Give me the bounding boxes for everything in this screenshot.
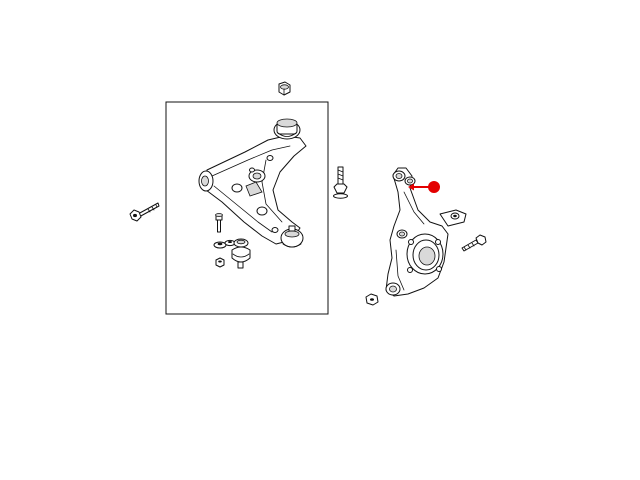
knuckle-bolt[interactable]: [461, 234, 487, 252]
top-hex-nut[interactable]: [278, 81, 291, 96]
rear-bushing: [273, 118, 301, 140]
arm-ball-joint: [280, 225, 304, 248]
front-bushing: [198, 170, 214, 192]
knuckle-nut[interactable]: [365, 293, 379, 306]
steering-knuckle[interactable]: [385, 167, 467, 297]
ball-joint-pin: [215, 213, 223, 233]
lower-control-arm[interactable]: [198, 118, 307, 248]
ball-joint-body: [231, 238, 251, 269]
control-arm-bolt[interactable]: [129, 202, 160, 222]
ball-joint-kit[interactable]: [213, 213, 251, 269]
callout-marker-dot[interactable]: [428, 181, 440, 193]
highlight-callout: [408, 181, 440, 193]
control-arm-assembly-frame: [165, 101, 329, 315]
vertical-bolt[interactable]: [333, 166, 348, 199]
callout-arrowhead: [408, 183, 414, 191]
